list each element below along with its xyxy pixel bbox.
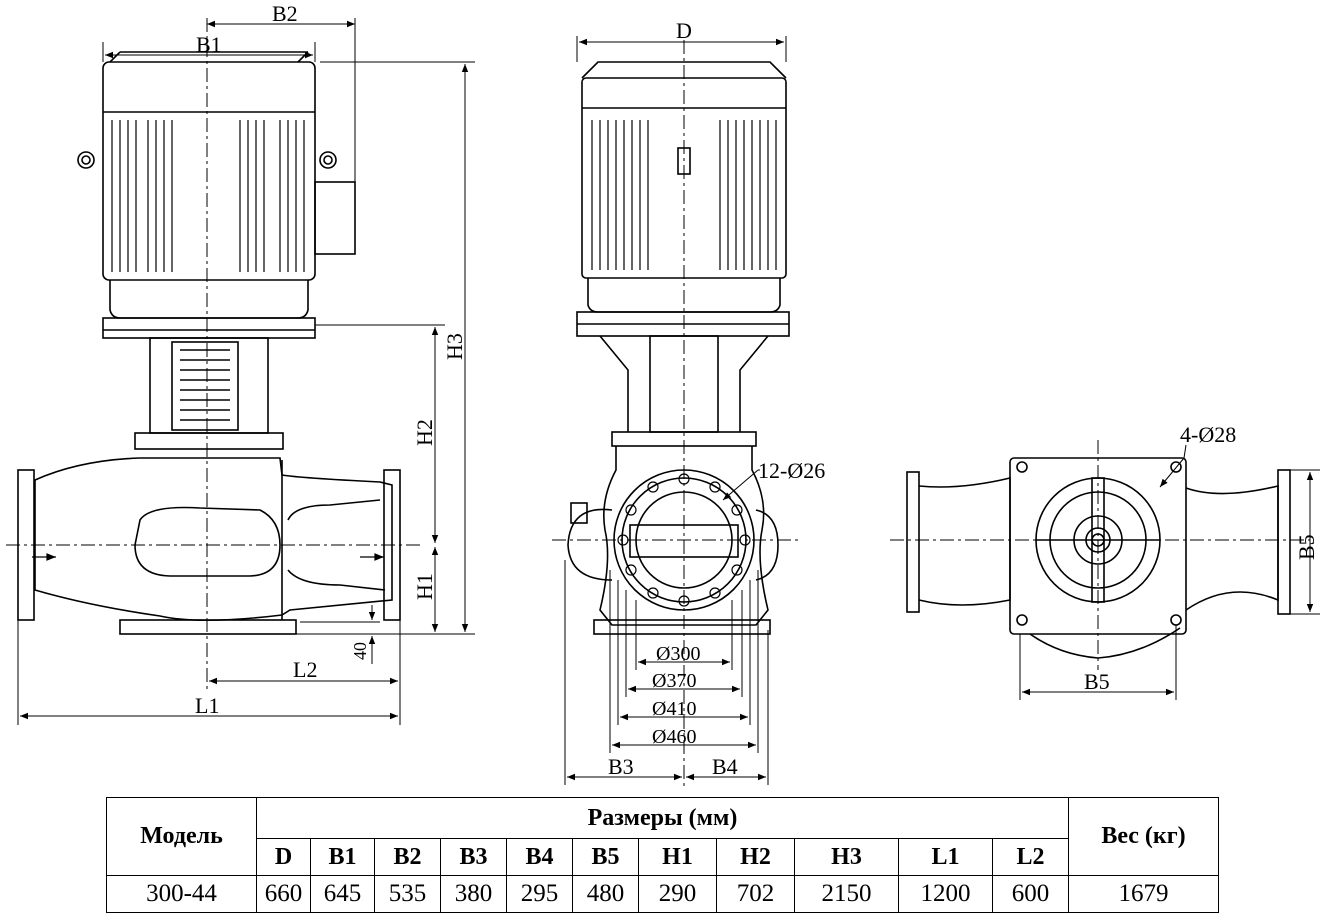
col-b3: B3 xyxy=(440,838,507,876)
col-l1: L1 xyxy=(898,838,993,876)
b3-label: B3 xyxy=(608,754,634,779)
d-label: D xyxy=(676,18,692,43)
cell-d: 660 xyxy=(256,875,311,913)
cell-b3: 380 xyxy=(440,875,507,913)
col-l2: L2 xyxy=(992,838,1069,876)
table-row: 300-44 660 645 535 380 295 480 290 702 2… xyxy=(106,875,1219,913)
b5-vertical-label: B5 xyxy=(1294,534,1319,560)
b2-label: B2 xyxy=(272,1,298,26)
col-d: D xyxy=(256,838,311,876)
cell-model: 300-44 xyxy=(106,875,257,913)
offset-40-label: 40 xyxy=(350,642,370,660)
col-h3: H3 xyxy=(794,838,899,876)
col-b2: B2 xyxy=(374,838,441,876)
cell-b1: 645 xyxy=(310,875,375,913)
front-view xyxy=(17,51,401,635)
pump-dimension-drawing: B1 B2 H3 H2 H1 40 L2 L1 xyxy=(6,1,1320,790)
flange-bolts-label: 12-Ø26 xyxy=(758,458,825,483)
h3-label: H3 xyxy=(442,333,467,360)
dia370-label: Ø370 xyxy=(652,670,696,692)
base-bolts-label: 4-Ø28 xyxy=(1180,422,1236,447)
dia410-label: Ø410 xyxy=(652,698,696,720)
cell-weight: 1679 xyxy=(1068,875,1219,913)
cell-h2: 702 xyxy=(716,875,795,913)
cell-h3: 2150 xyxy=(794,875,899,913)
col-b4: B4 xyxy=(506,838,573,876)
weight-header: Вес (кг) xyxy=(1068,797,1219,876)
dia460-label: Ø460 xyxy=(652,726,696,748)
h2-label: H2 xyxy=(412,419,437,446)
l2-label: L2 xyxy=(293,657,317,682)
cell-b4: 295 xyxy=(506,875,573,913)
h1-label: H1 xyxy=(412,573,437,600)
dimensions-header: Размеры (мм) xyxy=(256,797,1069,839)
cell-l1: 1200 xyxy=(898,875,993,913)
col-b1: B1 xyxy=(310,838,375,876)
dimensions-table: Модель Размеры (мм) Вес (кг) D B1 B2 B3 … xyxy=(106,797,1219,913)
model-header: Модель xyxy=(106,797,257,876)
col-h2: H2 xyxy=(716,838,795,876)
b4-label: B4 xyxy=(712,754,738,779)
b1-label: B1 xyxy=(196,32,222,57)
dia300-label: Ø300 xyxy=(656,643,700,665)
cell-h1: 290 xyxy=(638,875,717,913)
cell-l2: 600 xyxy=(992,875,1069,913)
side-view xyxy=(567,61,790,635)
cell-b5: 480 xyxy=(572,875,639,913)
b5-horizontal-label: B5 xyxy=(1084,669,1110,694)
l1-label: L1 xyxy=(195,693,219,718)
cell-b2: 535 xyxy=(374,875,441,913)
col-b5: B5 xyxy=(572,838,639,876)
col-h1: H1 xyxy=(638,838,717,876)
